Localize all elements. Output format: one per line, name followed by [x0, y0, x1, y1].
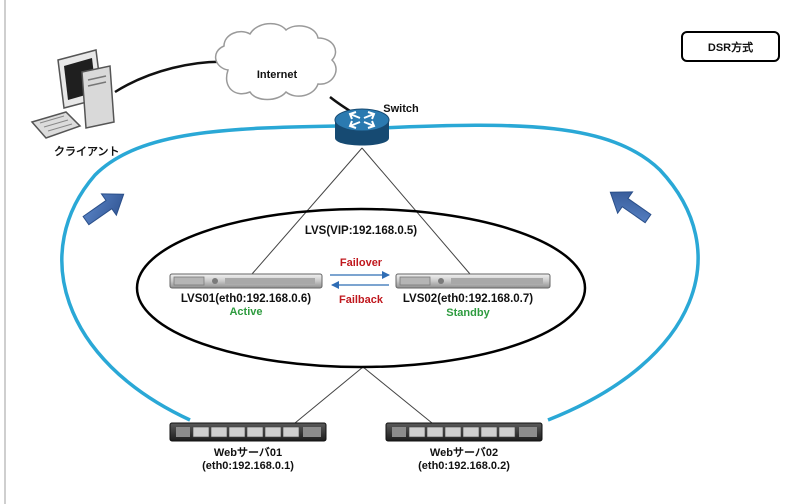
- flow-arrow-left-icon: [82, 193, 125, 226]
- lvs01-label: LVS01(eth0:192.168.0.6): [181, 293, 311, 305]
- client-label: クライアント: [54, 145, 120, 158]
- router-switch-icon: [334, 108, 390, 146]
- web02-name-label: Webサーバ02: [430, 446, 498, 459]
- lvs02-label: LVS02(eth0:192.168.0.7): [403, 293, 533, 305]
- lvs01-state-label: Active: [229, 306, 262, 318]
- link-lvs-web01: [294, 366, 364, 424]
- failover-label: Failover: [340, 257, 383, 269]
- client-cable-line: [114, 60, 231, 94]
- web01-name-label: Webサーバ01: [214, 446, 282, 459]
- web02-server-icon: [385, 422, 543, 442]
- lvs-cluster-ellipse: [135, 207, 587, 369]
- desktop-computer-icon: [30, 49, 115, 139]
- dsr-mode-badge-label: DSR方式: [707, 41, 754, 54]
- link-lvs-web02: [362, 366, 433, 424]
- web01-server-icon: [169, 422, 327, 442]
- flow-arrow-right-icon: [609, 191, 652, 224]
- switch-label: Switch: [383, 103, 419, 115]
- web02-ip-label: (eth0:192.168.0.2): [418, 460, 510, 472]
- cloud-icon: [214, 22, 337, 101]
- lvs02-state-label: Standby: [446, 307, 490, 319]
- lvs02-server-icon: [395, 273, 551, 289]
- internet-label: Internet: [257, 69, 298, 81]
- web01-ip-label: (eth0:192.168.0.1): [202, 460, 294, 472]
- vip-label: LVS(VIP:192.168.0.5): [305, 225, 417, 237]
- return-path-right-line: [379, 123, 700, 422]
- failback-label: Failback: [339, 294, 384, 306]
- return-path-left-line: [60, 124, 339, 422]
- lvs01-server-icon: [169, 273, 323, 289]
- dsr-mode-badge: DSR方式: [681, 31, 780, 62]
